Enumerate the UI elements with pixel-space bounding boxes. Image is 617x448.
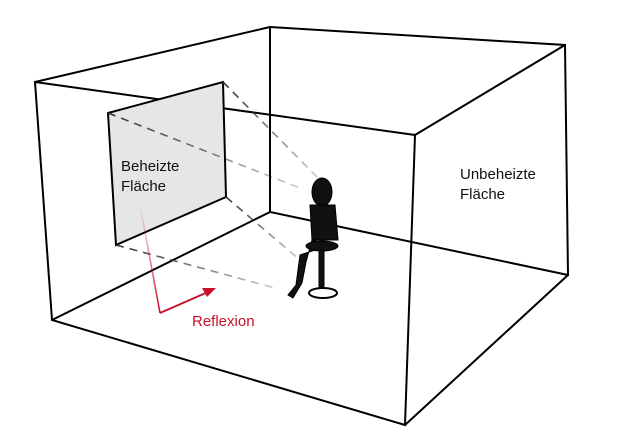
- unheated-label-line1: Unbeheizte: [460, 166, 536, 183]
- unheated-surface-label: Unbeheizte Fläche: [460, 165, 536, 205]
- heated-label-line2: Fläche: [121, 178, 167, 195]
- person-on-stool-icon: [287, 177, 339, 299]
- arrow-head-icon: [202, 288, 216, 297]
- heated-label-line1: Beheizte: [121, 158, 180, 175]
- heated-surface-label: Beheizte Fläche: [121, 157, 179, 197]
- reflection-arrow: [139, 204, 216, 314]
- room-box: [33, 25, 570, 427]
- unheated-label-line2: Fläche: [460, 186, 506, 203]
- reflection-label: Reflexion: [192, 313, 255, 330]
- view-lines: [107, 81, 319, 289]
